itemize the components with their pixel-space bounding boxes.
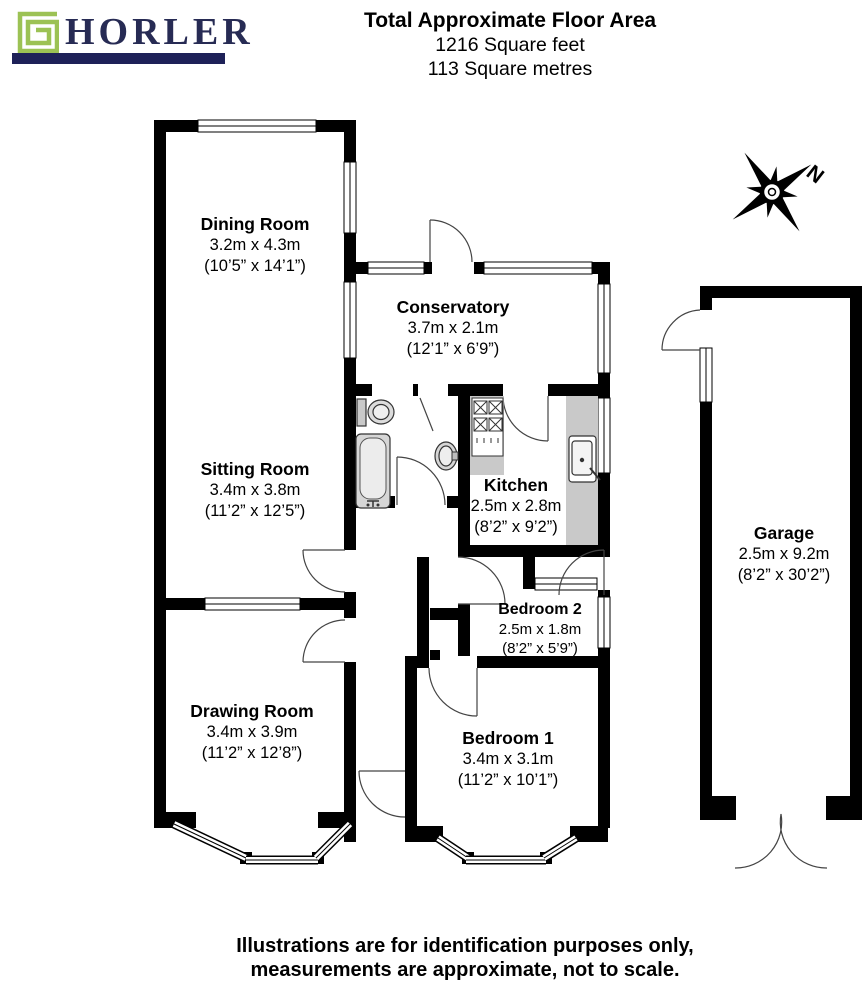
fixtures (355, 396, 601, 545)
walls (154, 120, 862, 864)
disclaimer-line1: Illustrations are for identification pur… (236, 935, 694, 957)
bathtub-icon (355, 433, 391, 509)
windows (172, 119, 713, 865)
sink-icon (568, 435, 601, 483)
area-metres: 113 Square metres (427, 58, 593, 80)
compass-north-label: N (802, 161, 828, 188)
brand-name: HORLER (65, 11, 254, 53)
toilet-icon (356, 398, 395, 427)
stove-icon (471, 397, 504, 457)
drawing-room-bay-window (172, 819, 354, 865)
brand-underline (12, 53, 225, 64)
disclaimer-line2: measurements are approximate, not to sca… (250, 959, 680, 981)
room-label-conservatory: Conservatory 3.7m x 2.1m (12’1” x 6’9”) (396, 297, 510, 358)
room-label-bedroom2: Bedroom 2 2.5m x 1.8m (8’2” x 5’9”) (498, 601, 582, 657)
floor-area-title: Total Approximate Floor Area 1216 Square… (330, 8, 690, 81)
room-label-garage: Garage 2.5m x 9.2m (8’2” x 30’2”) (737, 523, 831, 584)
brand-logo: HORLER (10, 6, 250, 68)
disclaimer: Illustrations are for identification pur… (60, 934, 865, 982)
room-label-drawing: Drawing Room 3.4m x 3.9m (11’2” x 12’8”) (190, 701, 314, 762)
area-feet: 1216 Square feet (435, 34, 585, 56)
title-line: Total Approximate Floor Area (363, 9, 657, 32)
doors (302, 219, 828, 869)
room-label-sitting: Sitting Room 3.4m x 3.8m (11’2” x 12’5”) (200, 459, 310, 520)
room-label-kitchen: Kitchen 2.5m x 2.8m (8’2” x 9’2”) (470, 475, 562, 536)
room-label-dining: Dining Room 3.2m x 4.3m (10’5” x 14’1”) (200, 214, 310, 275)
bedroom1-bay-window (435, 834, 579, 865)
room-label-bedroom1: Bedroom 1 3.4m x 3.1m (11’2” x 10’1”) (457, 728, 559, 789)
basin-icon (434, 441, 459, 471)
compass-rose-icon: N (732, 152, 828, 232)
horler-logo-icon (17, 11, 59, 53)
